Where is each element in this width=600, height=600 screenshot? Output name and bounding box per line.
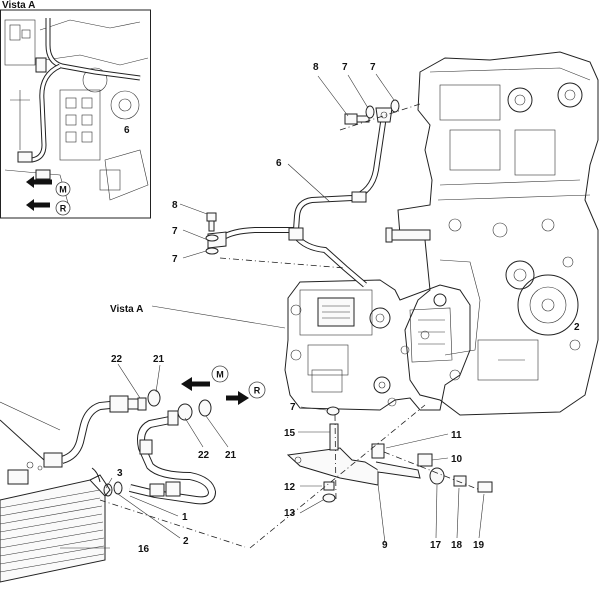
callout-18: 18 <box>451 540 463 551</box>
inset-frame <box>0 9 151 219</box>
callout-15: 15 <box>284 428 296 439</box>
bracket-assembly <box>286 406 493 503</box>
banjo-bolt-8-left <box>206 212 217 232</box>
callout-7: 7 <box>370 62 376 73</box>
svg-text:R: R <box>60 204 67 214</box>
washer-13 <box>322 493 336 503</box>
callout-2: 2 <box>183 536 189 547</box>
svg-text:M: M <box>59 185 67 195</box>
callout-7: 7 <box>342 62 348 73</box>
bush-18 <box>453 475 467 487</box>
flow-arrow-m: M <box>181 365 229 391</box>
washer-7 <box>205 247 219 255</box>
callout-21: 21 <box>153 354 165 365</box>
screw-19 <box>477 481 493 493</box>
callout-labels: 8 7 7 6 8 7 7 22 21 22 21 3 1 2 16 7 15 … <box>111 62 485 555</box>
callout-16: 16 <box>138 544 150 555</box>
washer-7 <box>390 99 400 113</box>
callout-8: 8 <box>172 200 178 211</box>
grommet-17 <box>429 467 445 485</box>
view-label-vista-a: Vista A <box>110 304 143 315</box>
banjo-bolt-8-upper <box>344 113 370 125</box>
engine-block: 2 <box>385 51 599 416</box>
callout-6: 6 <box>276 158 282 169</box>
inset-callout-6: 6 <box>124 125 130 136</box>
oil-hoses <box>0 389 217 505</box>
spacer-10 <box>417 453 433 467</box>
washer-7 <box>326 406 340 416</box>
callout-17: 17 <box>430 540 442 551</box>
leader-lines <box>60 73 485 549</box>
callout-7: 7 <box>290 402 296 413</box>
flow-arrow-r: R <box>226 381 266 405</box>
inset-marker-r: R <box>55 200 71 216</box>
banjo-fitting-upper <box>375 107 393 123</box>
pipe-clamp <box>288 227 304 241</box>
callout-12: 12 <box>284 482 296 493</box>
callout-10: 10 <box>451 454 463 465</box>
gearbox-housing <box>284 279 471 411</box>
oil-cooler-radiator <box>0 461 111 583</box>
washer-7 <box>205 234 219 242</box>
svg-text:M: M <box>216 370 224 380</box>
svg-text:R: R <box>254 386 261 396</box>
washer-7 <box>365 105 375 119</box>
inset-title: Vista A <box>2 0 35 11</box>
inset-engine-sketch <box>4 18 149 211</box>
bush-11 <box>371 443 385 459</box>
callout-11: 11 <box>451 430 462 441</box>
centerlines <box>99 103 481 549</box>
callout-1: 1 <box>182 512 188 523</box>
callout-9: 9 <box>382 540 388 551</box>
callout-22: 22 <box>198 450 210 461</box>
nut-12 <box>323 481 335 491</box>
inset-view: Vista A <box>0 0 151 219</box>
callout-3: 3 <box>117 468 123 479</box>
upper-oil-pipe <box>205 99 400 288</box>
callout-21: 21 <box>225 450 237 461</box>
callout-13: 13 <box>284 508 296 519</box>
callout-22: 22 <box>111 354 123 365</box>
callout-8: 8 <box>313 62 319 73</box>
engine-mark-2: 2 <box>574 322 580 333</box>
stud-15 <box>329 423 339 451</box>
callout-19: 19 <box>473 540 485 551</box>
callout-7: 7 <box>172 254 178 265</box>
callout-7: 7 <box>172 226 178 237</box>
inset-marker-m: M <box>55 181 71 197</box>
